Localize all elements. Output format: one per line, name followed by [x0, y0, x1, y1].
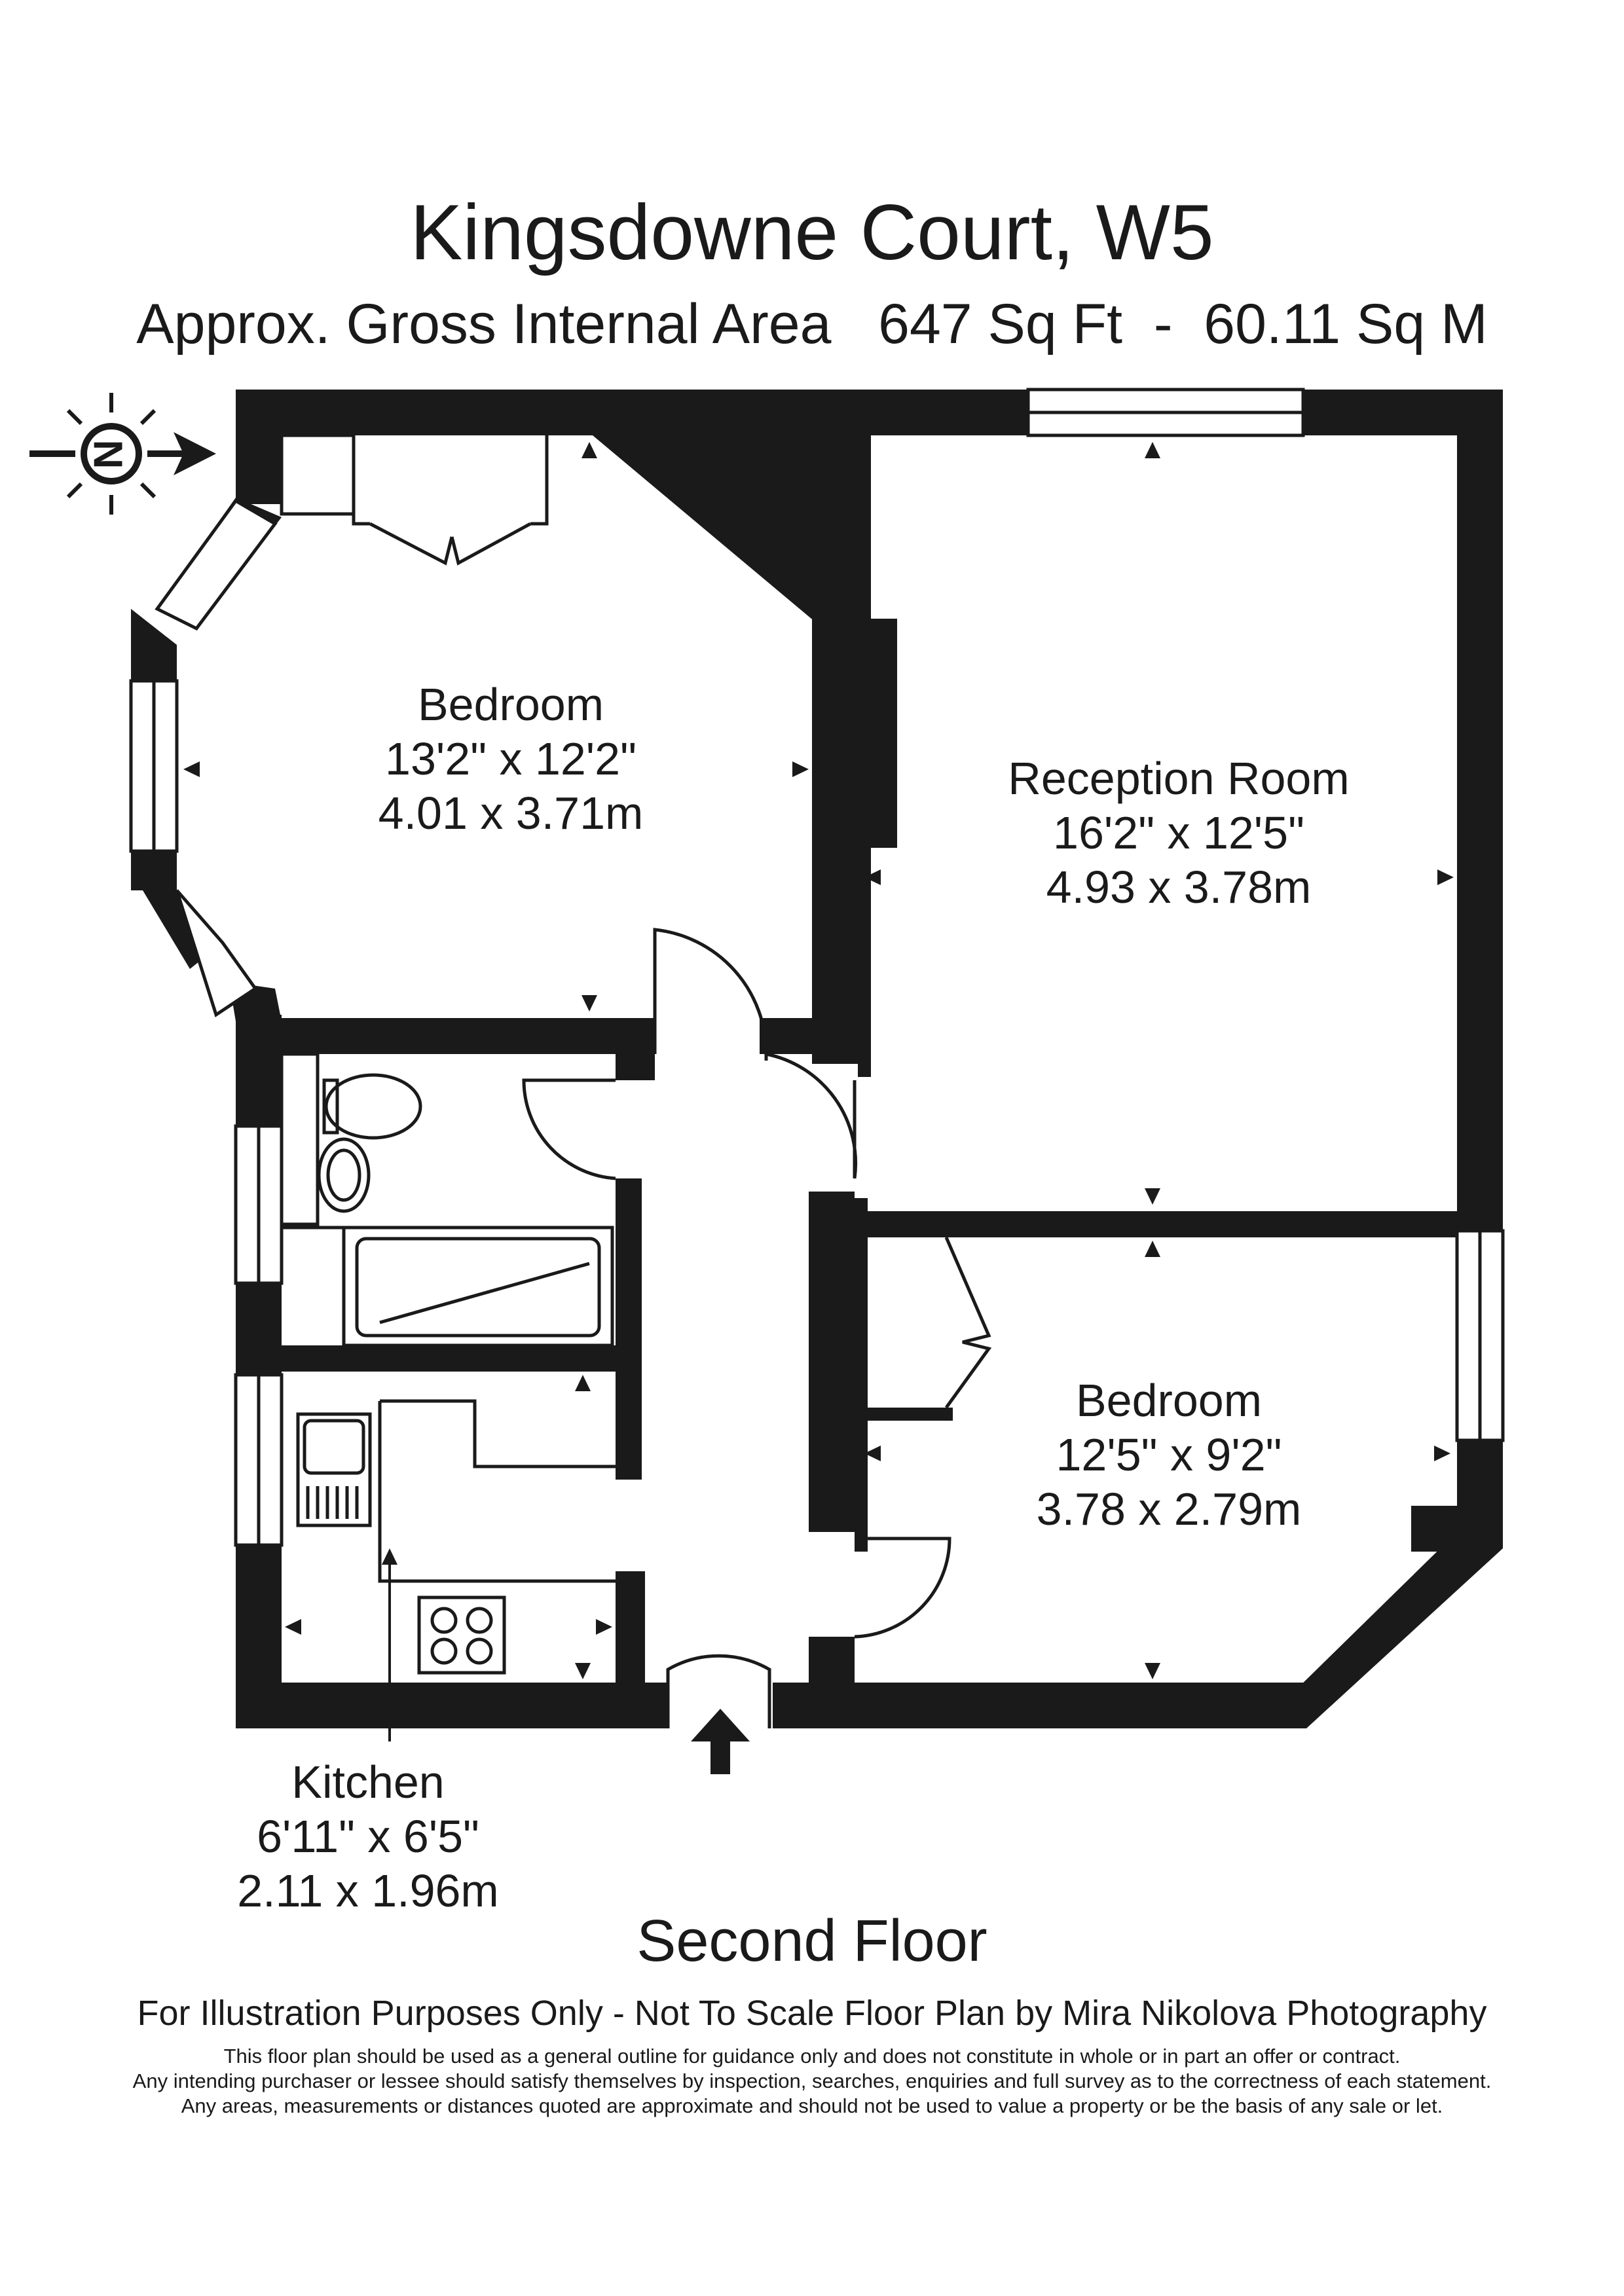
- area-label: Approx. Gross Internal Area: [136, 293, 832, 355]
- room-label-reception: Reception Room 16'2" x 12'5" 4.93 x 3.78…: [1008, 753, 1349, 913]
- room-imperial: 6'11" x 6'5": [257, 1811, 479, 1862]
- room-metric: 3.78 x 2.79m: [1037, 1484, 1302, 1535]
- area-separator: -: [1153, 293, 1173, 355]
- plan-title: Kingsdowne Court, W5: [410, 189, 1214, 276]
- room-name: Bedroom: [1076, 1375, 1262, 1426]
- room-imperial: 12'5" x 9'2": [1056, 1429, 1282, 1480]
- gross-internal-area: Approx. Gross Internal Area 647 Sq Ft - …: [0, 291, 1624, 357]
- room-metric: 4.01 x 3.71m: [378, 788, 644, 839]
- room-metric: 4.93 x 3.78m: [1046, 862, 1312, 913]
- room-imperial: 13'2" x 12'2": [385, 733, 637, 784]
- compass-letter: N: [86, 440, 131, 469]
- room-label-bedroom-1: Bedroom 13'2" x 12'2" 4.01 x 3.71m: [378, 679, 644, 839]
- compass-icon: N: [29, 393, 216, 515]
- windows: [129, 388, 1505, 1547]
- room-label-kitchen: Kitchen 6'11" x 6'5" 2.11 x 1.96m: [237, 1757, 499, 1916]
- credits: For Illustration Purposes Only - Not To …: [137, 1994, 1487, 2033]
- floor-label: Second Floor: [637, 1908, 987, 1974]
- disclaimer-line: This floor plan should be used as a gene…: [223, 2045, 1401, 2068]
- area-sqm: 60.11 Sq M: [1204, 293, 1488, 355]
- room-imperial: 16'2" x 12'5": [1053, 807, 1304, 858]
- disclaimer-line: Any areas, measurements or distances quo…: [181, 2094, 1443, 2117]
- disclaimer-line: Any intending purchaser or lessee should…: [132, 2069, 1492, 2092]
- entrance-arrow-icon: [691, 1709, 750, 1774]
- room-name: Bedroom: [418, 679, 604, 730]
- room-name: Reception Room: [1008, 753, 1349, 804]
- doors: [522, 928, 951, 1728]
- dimension-markers: [183, 442, 1454, 1679]
- room-label-bedroom-2: Bedroom 12'5" x 9'2" 3.78 x 2.79m: [1037, 1375, 1302, 1535]
- room-name: Kitchen: [291, 1757, 444, 1808]
- area-sqft: 647 Sq Ft: [878, 293, 1123, 355]
- fittings: [280, 433, 992, 1675]
- room-metric: 2.11 x 1.96m: [237, 1865, 499, 1916]
